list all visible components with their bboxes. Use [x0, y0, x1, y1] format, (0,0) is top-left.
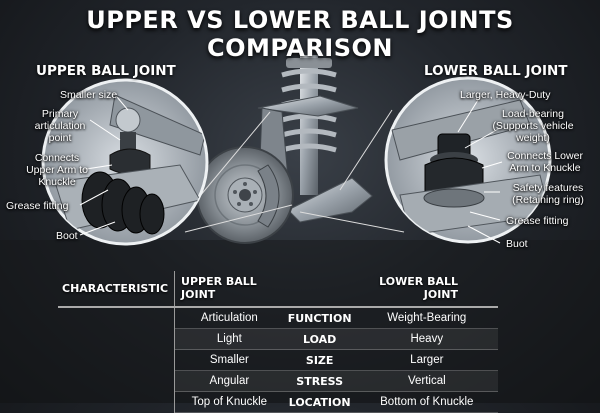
lower-ball-joint-heading: LOWER BALL JOINT	[424, 63, 568, 79]
lower-label-grease: Grease fitting	[506, 215, 569, 227]
rubber-boot-upper	[81, 171, 165, 235]
table-row: Angular STRESS Vertical	[58, 370, 498, 392]
upper-cell: Light	[174, 328, 284, 350]
upper-cell: Articulation	[174, 307, 284, 329]
upper-control-arm	[257, 95, 359, 117]
upper-ball-joint-heading: UPPER BALL JOINT	[36, 63, 176, 79]
lower-label-safety: Safety features (Retaining ring)	[512, 182, 584, 206]
upper-label-size: Smaller size	[60, 89, 118, 101]
lower-label-connects: Connects Lower Arm to Knuckle	[507, 150, 583, 174]
diagram-illustration	[0, 55, 600, 403]
table-header-row: CHARACTERISTIC UPPER BALL JOINT LOWER BA…	[58, 271, 498, 308]
lower-cell: Heavy	[355, 328, 498, 350]
feature-cell: SIZE	[283, 349, 356, 371]
table-row: Smaller SIZE Larger	[58, 349, 498, 371]
header-lower: LOWER BALL JOINT	[355, 271, 498, 308]
grease-fitting-upper	[115, 107, 141, 133]
header-characteristic: CHARACTERISTIC	[58, 271, 176, 308]
upper-cell: Top of Knuckle	[174, 391, 284, 413]
lower-cell: Weight-Bearing	[355, 307, 498, 329]
lower-label-size: Larger, Heavy-Duty	[460, 89, 551, 101]
upper-label-articulation: Primary articulation point	[34, 108, 86, 144]
lower-cell: Larger	[355, 349, 498, 371]
page-title: UPPER VS LOWER BALL JOINTS COMPARISON	[86, 6, 514, 62]
upper-label-boot: Boot	[56, 230, 78, 242]
strut-mount	[286, 58, 332, 68]
strut-body	[300, 55, 318, 195]
feature-cell: FUNCTION	[283, 307, 356, 329]
upper-cell: Angular	[174, 370, 284, 392]
comparison-table: CHARACTERISTIC UPPER BALL JOINT LOWER BA…	[58, 271, 498, 413]
feature-cell: STRESS	[283, 370, 356, 392]
lower-control-arm	[287, 177, 373, 223]
lower-ball-joint-zoom	[384, 76, 552, 244]
lower-label-load: Load-bearing (Supports vehicle weight)	[492, 108, 574, 144]
suspension-assembly	[196, 55, 373, 244]
upper-label-grease: Grease fitting	[6, 200, 69, 212]
feature-cell: LOCATION	[283, 391, 356, 413]
lower-cell: Vertical	[355, 370, 498, 392]
lower-label-boot: Buot	[506, 238, 528, 250]
table-row: Articulation FUNCTION Weight-Bearing	[58, 307, 498, 329]
upper-cell: Smaller	[174, 349, 284, 371]
header-upper: UPPER BALL JOINT	[174, 271, 284, 308]
table-row: Light LOAD Heavy	[58, 328, 498, 350]
table-row: Top of Knuckle LOCATION Bottom of Knuckl…	[58, 391, 498, 413]
upper-label-connects: Connects Upper Arm to Knuckle	[26, 152, 88, 188]
feature-cell: LOAD	[283, 328, 356, 350]
upper-ball-joint-zoom	[41, 78, 209, 246]
lower-cell: Bottom of Knuckle	[355, 391, 498, 413]
